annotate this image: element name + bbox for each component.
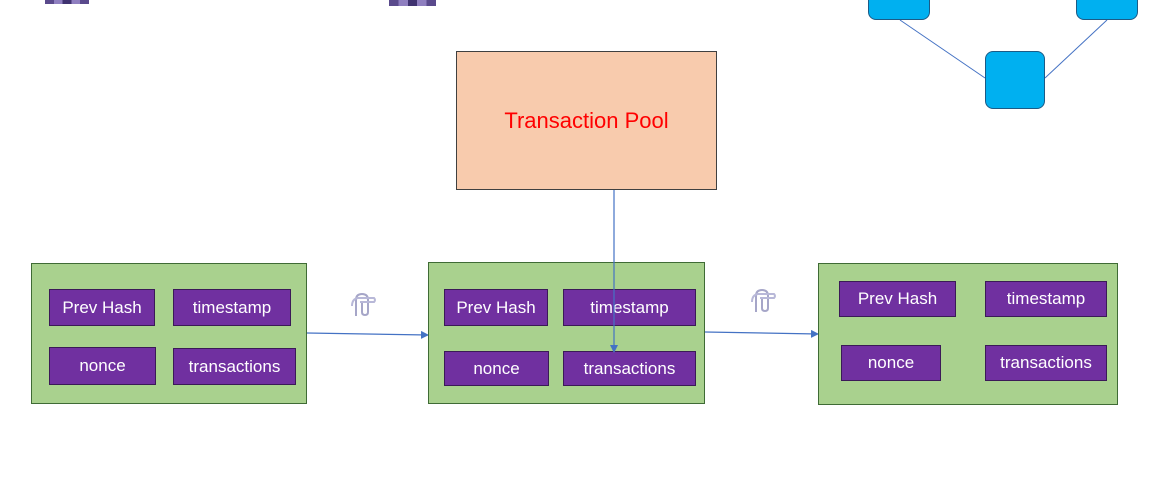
timestamp-field: timestamp [985, 281, 1107, 317]
network-node-icon [868, 0, 930, 20]
cropped-image [389, 0, 436, 6]
transactions-field: transactions [985, 345, 1107, 381]
block-link-arrow [704, 329, 819, 338]
network-node-icon [1076, 0, 1138, 20]
transactions-field: transactions [173, 348, 296, 385]
prev-hash-field: Prev Hash [839, 281, 956, 317]
nonce-field: nonce [841, 345, 941, 381]
nonce-field: nonce [49, 347, 156, 385]
network-node-icon [985, 51, 1045, 109]
transaction-pool: Transaction Pool [456, 51, 717, 190]
prev-hash-field: Prev Hash [49, 289, 155, 326]
timestamp-field: timestamp [173, 289, 291, 326]
paperclip-link-icon [351, 292, 376, 317]
transactions-field: transactions [563, 351, 696, 386]
paperclip-link-icon [751, 288, 776, 313]
transaction-pool-label: Transaction Pool [504, 107, 669, 133]
network-edge [899, 19, 986, 79]
network-edge [1044, 19, 1108, 79]
prev-hash-field: Prev Hash [444, 289, 548, 326]
block-link-arrow [306, 330, 429, 339]
timestamp-field: timestamp [563, 289, 696, 326]
nonce-field: nonce [444, 351, 549, 386]
cropped-image [45, 0, 89, 4]
